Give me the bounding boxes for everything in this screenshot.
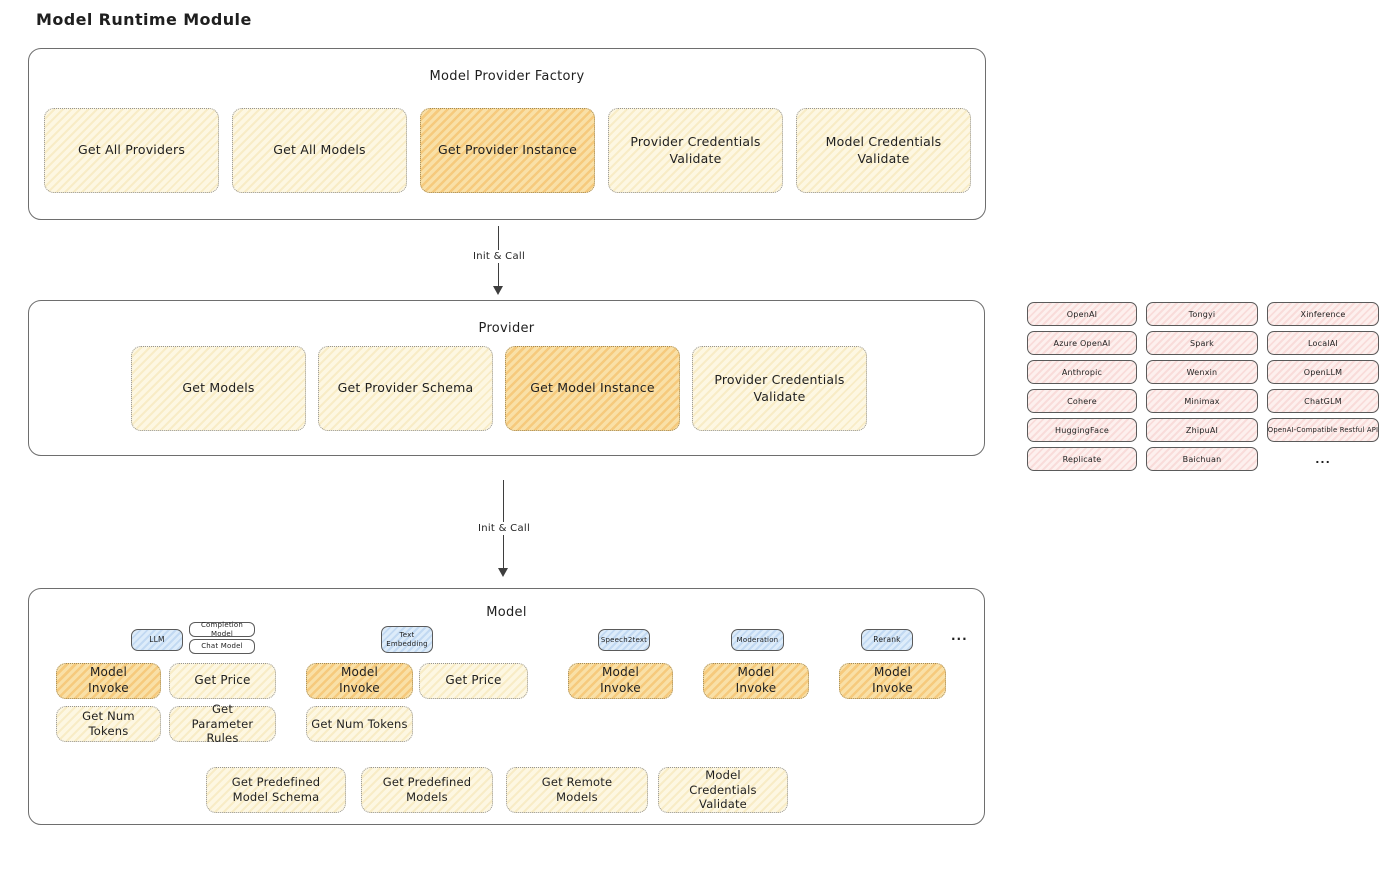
- type-tag-llm: LLM: [131, 629, 183, 651]
- model-method-invoke-llm: Model Invoke: [56, 663, 161, 699]
- provider-chip-chatglm: ChatGLM: [1267, 389, 1379, 413]
- model-method-get-parameter-rules: Get Parameter Rules: [169, 702, 276, 745]
- arrow-head-2: [498, 568, 508, 577]
- provider-chip-localai: LocalAI: [1267, 331, 1379, 355]
- provider-chip-spark: Spark: [1146, 331, 1258, 355]
- provider-chip-wenxin: Wenxin: [1146, 360, 1258, 384]
- method-provider-credentials-validate-2: Provider Credentials Validate: [692, 346, 867, 431]
- provider-chip-openai: OpenAI: [1027, 302, 1137, 326]
- provider-chip-openai-compatible: OpenAI-Compatible Restful API: [1267, 418, 1379, 442]
- provider-chip-huggingface: HuggingFace: [1027, 418, 1137, 442]
- model-method-get-num-tokens-embedding: Get Num Tokens: [306, 706, 413, 742]
- factory-box: Model Provider Factory Get All Providers…: [28, 48, 986, 220]
- model-box-title: Model: [486, 605, 527, 620]
- type-tag-completion-model: Completion Model: [189, 621, 255, 638]
- more-providers-ellipsis: ...: [1315, 452, 1331, 466]
- provider-methods-row: Get Models Get Provider Schema Get Model…: [131, 346, 867, 431]
- model-method-invoke-speech2text: Model Invoke: [568, 663, 673, 699]
- method-get-all-providers: Get All Providers: [44, 108, 219, 193]
- model-method-get-price-llm: Get Price: [169, 663, 276, 699]
- provider-chip-xinference: Xinference: [1267, 302, 1379, 326]
- type-tag-moderation: Moderation: [731, 629, 784, 651]
- model-method-invoke-moderation: Model Invoke: [703, 663, 809, 699]
- type-tag-text-embedding: Text Embedding: [381, 626, 433, 653]
- provider-chip-minimax: Minimax: [1146, 389, 1258, 413]
- model-box: Model LLM Completion Model Chat Model Te…: [28, 588, 985, 825]
- model-method-get-price-embedding: Get Price: [419, 663, 528, 699]
- provider-chip-cohere: Cohere: [1027, 389, 1137, 413]
- method-get-provider-instance: Get Provider Instance: [420, 108, 595, 193]
- model-method-get-predefined-model-schema: Get Predefined Model Schema: [206, 767, 346, 813]
- diagram-title: Model Runtime Module: [36, 10, 252, 29]
- provider-chip-baichuan: Baichuan: [1146, 447, 1258, 471]
- arrow-head-1: [493, 286, 503, 295]
- arrow-label-init-call-2: Init & Call: [472, 522, 536, 535]
- type-tag-rerank: Rerank: [861, 629, 913, 651]
- model-method-get-remote-models: Get Remote Models: [506, 767, 648, 813]
- method-model-credentials-validate: Model Credentials Validate: [796, 108, 971, 193]
- provider-chip-zhipuai: ZhipuAI: [1146, 418, 1258, 442]
- method-get-model-instance: Get Model Instance: [505, 346, 680, 431]
- provider-chip-replicate: Replicate: [1027, 447, 1137, 471]
- type-tag-speech2text: Speech2text: [598, 629, 650, 651]
- provider-chip-anthropic: Anthropic: [1027, 360, 1137, 384]
- arrow-label-init-call-1: Init & Call: [467, 250, 531, 263]
- provider-chip-tongyi: Tongyi: [1146, 302, 1258, 326]
- model-method-invoke-embedding: Model Invoke: [306, 663, 413, 699]
- method-get-models: Get Models: [131, 346, 306, 431]
- provider-chip-openllm: OpenLLM: [1267, 360, 1379, 384]
- provider-chip-azure-openai: Azure OpenAI: [1027, 331, 1137, 355]
- method-get-all-models: Get All Models: [232, 108, 407, 193]
- model-method-get-num-tokens-llm: Get Num Tokens: [56, 706, 161, 742]
- model-method-get-predefined-models: Get Predefined Models: [361, 767, 493, 813]
- provider-box-title: Provider: [478, 321, 535, 336]
- type-tag-chat-model: Chat Model: [189, 639, 255, 654]
- model-method-invoke-rerank: Model Invoke: [839, 663, 946, 699]
- provider-chips-grid: OpenAI Tongyi Xinference Azure OpenAI Sp…: [1027, 302, 1379, 471]
- method-get-provider-schema: Get Provider Schema: [318, 346, 493, 431]
- model-method-model-credentials-validate: Model Credentials Validate: [658, 767, 788, 813]
- method-provider-credentials-validate: Provider Credentials Validate: [608, 108, 783, 193]
- provider-box: Provider Get Models Get Provider Schema …: [28, 300, 985, 456]
- more-model-types-ellipsis: ...: [951, 629, 968, 643]
- factory-methods-row: Get All Providers Get All Models Get Pro…: [44, 108, 971, 193]
- factory-box-title: Model Provider Factory: [429, 69, 585, 84]
